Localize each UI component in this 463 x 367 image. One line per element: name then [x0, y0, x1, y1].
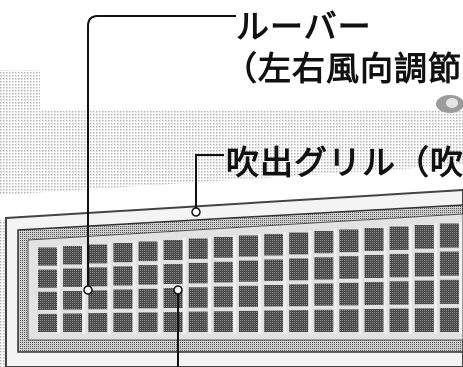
louver-blade — [358, 227, 362, 334]
louver-cell — [414, 252, 434, 277]
louver-blade — [207, 236, 211, 334]
louver-blade — [408, 224, 412, 334]
louver-blade — [459, 221, 462, 334]
louver-cell — [38, 291, 58, 310]
louver-blade — [157, 239, 161, 334]
louver-cell — [289, 310, 309, 332]
louver-cell — [188, 238, 208, 259]
louver-cell — [138, 312, 158, 332]
louver-cell — [238, 235, 258, 257]
louver-cell — [63, 313, 83, 332]
grille-leader-line — [195, 154, 224, 212]
louver-cell — [88, 267, 108, 287]
louver-cell — [63, 291, 83, 310]
louver-cell — [138, 288, 158, 309]
louver-cell — [414, 308, 434, 332]
louver-cell — [264, 285, 284, 307]
louver-cell — [88, 290, 108, 310]
louver-cell — [163, 312, 183, 332]
louver-cell — [389, 308, 409, 332]
louver-blade — [333, 229, 337, 334]
louver-blade — [182, 238, 186, 334]
louver-subtitle-label: （左右風向調節 — [224, 49, 462, 88]
louver-blade — [57, 245, 61, 334]
louver-cell — [113, 312, 133, 332]
louver-blade — [258, 233, 262, 334]
louver-blade — [232, 235, 236, 334]
louver-point-marker — [83, 285, 93, 295]
louver-cell — [364, 255, 384, 278]
louver-cell — [289, 232, 309, 255]
louver-cell — [314, 257, 334, 280]
louver-cell — [364, 282, 384, 305]
louver-cell — [364, 228, 384, 251]
bottom-point-marker — [173, 285, 183, 295]
louver-cell — [38, 313, 58, 332]
louver-cell — [264, 259, 284, 281]
louver-cell — [188, 262, 208, 284]
louver-cell — [364, 309, 384, 332]
louver-cell — [238, 260, 258, 282]
louver-cell — [389, 281, 409, 305]
grille-point-marker — [191, 207, 201, 217]
louver-blade — [383, 226, 387, 334]
louver-cell — [264, 310, 284, 332]
louver-cell — [339, 256, 359, 279]
louver-blade — [107, 242, 111, 334]
louver-cell — [38, 247, 58, 266]
louver-cell — [188, 311, 208, 332]
louver-cell — [314, 309, 334, 332]
louver-title-label: ルーバー — [236, 7, 372, 46]
louver-cell — [389, 226, 409, 250]
louver-slats — [38, 221, 462, 334]
louver-cell — [339, 309, 359, 332]
louver-cell — [213, 237, 233, 258]
louver-cell — [138, 241, 158, 262]
louver-cell — [264, 234, 284, 256]
louver-cell — [113, 289, 133, 309]
louver-cell — [188, 287, 208, 308]
louver-blade — [283, 232, 287, 334]
louver-cell — [113, 243, 133, 263]
louver-cell — [238, 310, 258, 332]
outlet-grille-label: 吹出グリル（吹 — [226, 143, 463, 182]
louver-leader-line — [87, 15, 236, 290]
louver-cell — [339, 229, 359, 253]
gray-bullet-icon — [436, 95, 463, 113]
louver-cell — [289, 284, 309, 307]
louver-blade — [308, 230, 312, 334]
louver-cell — [213, 261, 233, 283]
louver-cell — [314, 231, 334, 254]
louver-cell — [138, 265, 158, 285]
louver-cell — [163, 264, 183, 284]
louver-blade — [433, 223, 437, 334]
louver-cell — [213, 286, 233, 308]
louver-cell — [339, 282, 359, 306]
louver-cell — [439, 251, 459, 276]
louver-cell — [389, 253, 409, 278]
louver-cell — [38, 269, 58, 288]
louver-cell — [163, 240, 183, 260]
louver-cell — [88, 244, 108, 264]
louver-cell — [63, 268, 83, 287]
louver-cell — [289, 258, 309, 281]
louver-cell — [238, 285, 258, 307]
louver-cell — [414, 225, 434, 249]
louver-cell — [439, 279, 459, 304]
louver-cell — [63, 246, 83, 265]
louver-blade — [132, 241, 136, 334]
louver-cell — [439, 223, 459, 248]
louver-cell — [113, 266, 133, 286]
louver-cell — [439, 307, 459, 332]
louver-cell — [213, 311, 233, 332]
louver-cell — [88, 313, 108, 332]
louver-cell — [414, 280, 434, 305]
louver-cell — [314, 283, 334, 306]
